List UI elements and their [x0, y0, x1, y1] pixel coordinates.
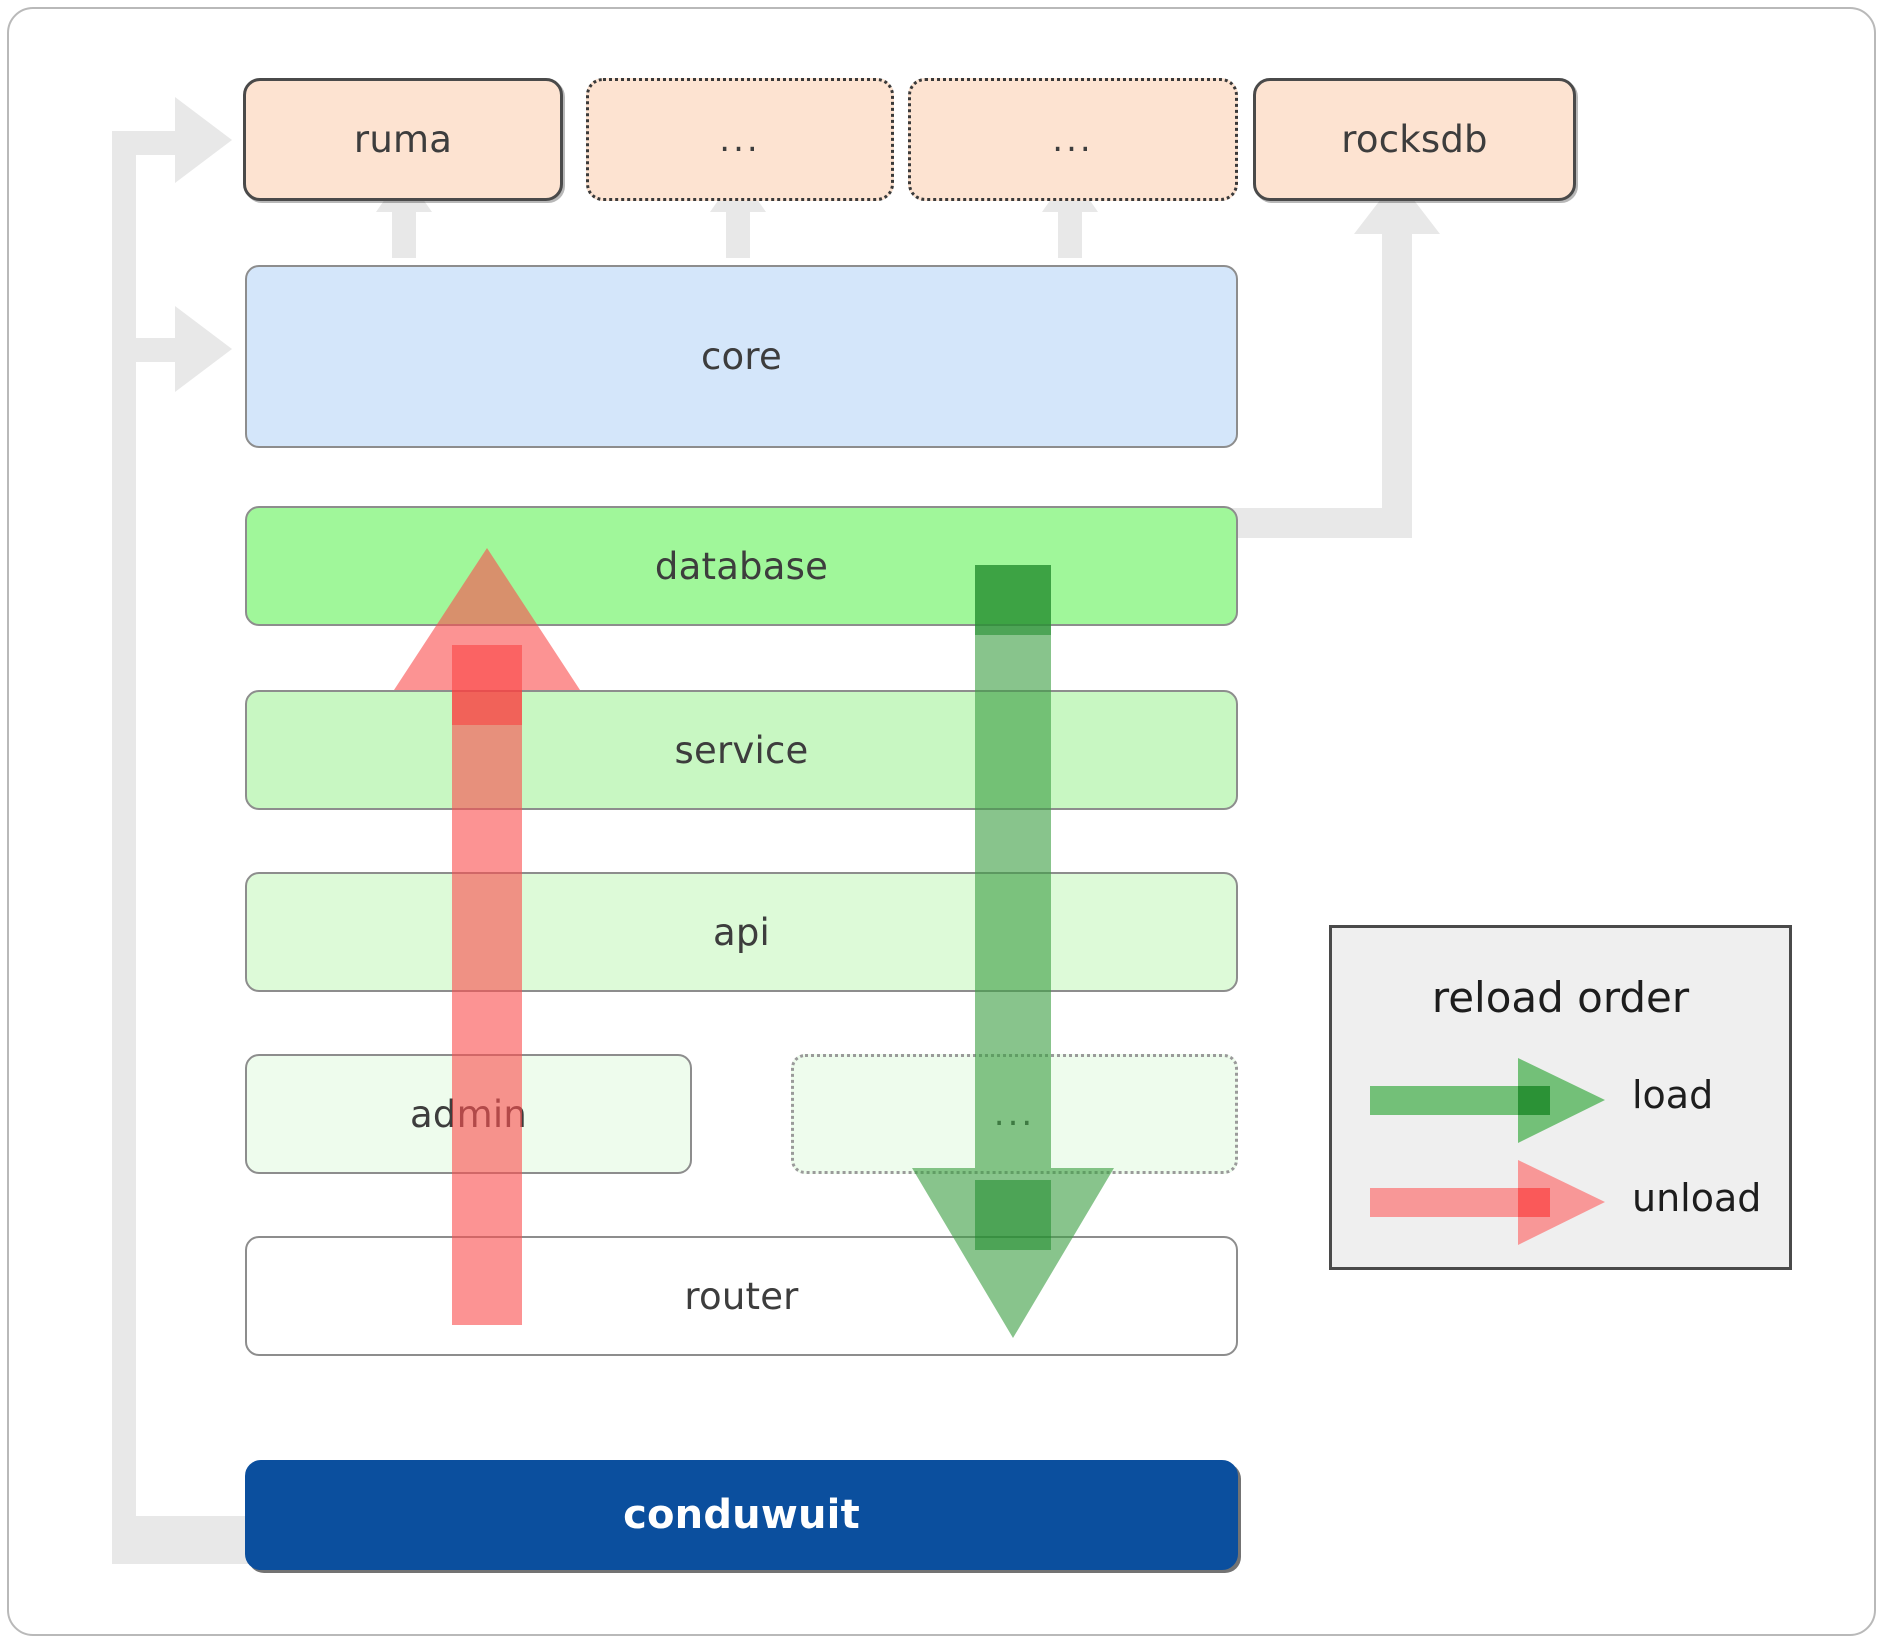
layer-box-service[interactable]: service [245, 690, 1238, 810]
layer-label-api: api [712, 910, 771, 954]
layer-label-admin: admin [410, 1092, 527, 1136]
diagram-frame [7, 7, 1876, 1636]
legend-arrow-unload-icon [1370, 1160, 1605, 1245]
layer-box-database[interactable]: database [245, 506, 1238, 626]
binary-box-conduwuit[interactable]: conduwuit [245, 1460, 1238, 1570]
binary-label-conduwuit: conduwuit [623, 1492, 860, 1538]
dependency-label-ellipsis-2: ... [1052, 119, 1094, 160]
layer-label-router: router [684, 1274, 799, 1318]
layer-box-core[interactable]: core [245, 265, 1238, 448]
layer-box-router[interactable]: router [245, 1236, 1238, 1356]
layer-label-service: service [674, 728, 809, 772]
layer-label-database: database [654, 544, 829, 588]
layer-box-admin[interactable]: admin [245, 1054, 692, 1174]
legend-panel: reload order load unload [1329, 925, 1792, 1270]
layer-box-ellipsis[interactable]: ... [791, 1054, 1238, 1174]
layer-label-core: core [701, 335, 782, 378]
legend-label-unload: unload [1632, 1176, 1762, 1220]
dependency-label-rocksdb: rocksdb [1341, 118, 1488, 161]
dependency-box-ruma[interactable]: ruma [243, 78, 563, 201]
legend-arrow-load-icon [1370, 1058, 1605, 1143]
dependency-label-ruma: ruma [353, 118, 453, 161]
legend-label-load: load [1632, 1073, 1714, 1117]
legend-title: reload order [1431, 973, 1690, 1022]
layer-box-api[interactable]: api [245, 872, 1238, 992]
dependency-box-rocksdb[interactable]: rocksdb [1253, 78, 1576, 201]
dependency-box-ellipsis-2[interactable]: ... [908, 78, 1238, 201]
layer-label-ellipsis: ... [993, 1094, 1036, 1134]
dependency-label-ellipsis-1: ... [719, 119, 761, 160]
dependency-box-ellipsis-1[interactable]: ... [586, 78, 894, 201]
